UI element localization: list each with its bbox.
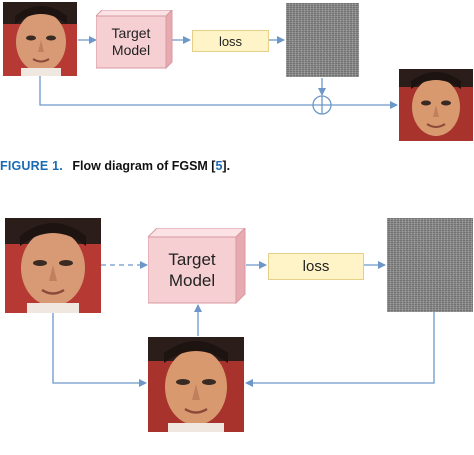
caption-figure-label: FIGURE 1. (0, 159, 63, 173)
fig1-model-line1: Target (111, 24, 151, 41)
fig2-target-model-cube (148, 228, 246, 304)
fig2-right-path (245, 312, 435, 387)
fig1-target-model-label: Target Model (96, 16, 166, 68)
fig1-input-face-image (3, 2, 77, 76)
fig2-adversarial-face-image (148, 337, 244, 432)
fig2-loss-box: loss (268, 253, 364, 280)
fig2-perturbation-noise-image (387, 218, 473, 312)
fig1-target-model-cube (96, 10, 173, 70)
fig2-left-path (52, 313, 147, 387)
figure-caption: FIGURE 1. Flow diagram of FGSM [5]. (0, 159, 230, 173)
fig2-model-line1: Target (168, 249, 216, 269)
caption-text-end: ]. (222, 159, 231, 173)
fig2-input-face-image (5, 218, 101, 313)
caption-text: Flow diagram of FGSM [ (72, 159, 216, 173)
fig1-perturbation-noise-image (286, 3, 359, 77)
fig1-loss-box: loss (192, 30, 269, 52)
fig2-model-line2: Model (168, 271, 216, 290)
caption-reference-link[interactable]: 5 (215, 159, 223, 173)
fig1-model-line2: Model (111, 42, 151, 58)
fig1-adversarial-face-image (399, 69, 473, 141)
fig1-sum-node (312, 95, 332, 115)
fig2-loss-label: loss (302, 258, 330, 275)
fig1-skip-path (39, 76, 313, 106)
fig1-loss-label: loss (218, 33, 243, 49)
fig2-target-model-label: Target Model (148, 237, 236, 303)
